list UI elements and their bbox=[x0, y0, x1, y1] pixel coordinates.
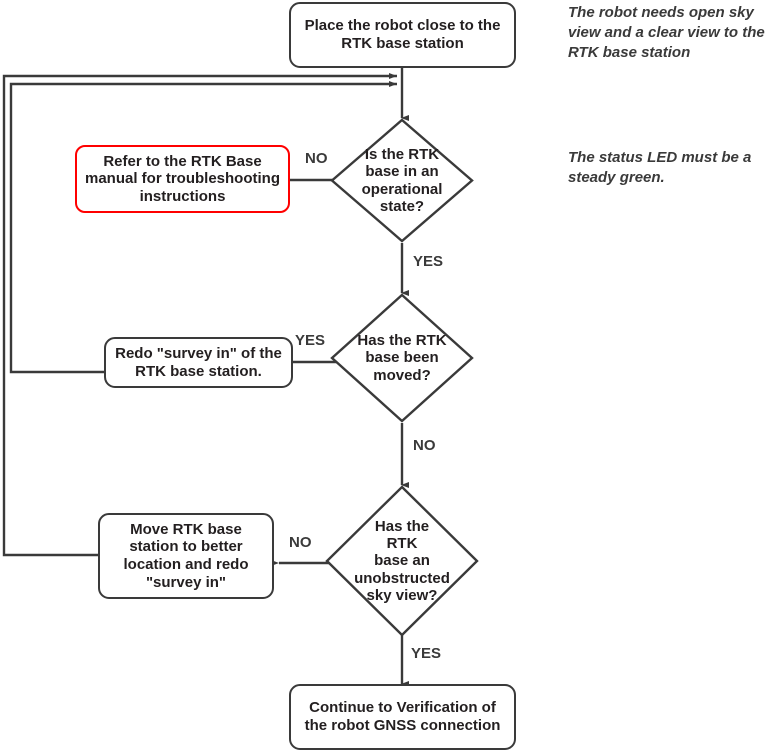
node-refer-manual[interactable]: Refer to the RTK Base manual for trouble… bbox=[75, 145, 290, 213]
node-decision-sky-view[interactable]: Has the RTK base an unobstructed sky vie… bbox=[325, 485, 479, 637]
note-sky-view: The robot needs open sky view and a clea… bbox=[568, 4, 765, 61]
edge-label-operational-yes: YES bbox=[413, 253, 444, 270]
edge-label-moved-no: NO bbox=[413, 437, 436, 454]
note-status-led: The status LED must be a steady green. bbox=[568, 149, 752, 186]
node-move-base-label: Move RTK base station to better location… bbox=[123, 520, 249, 591]
node-start-label: Place the robot close to the RTK base st… bbox=[304, 17, 501, 52]
edge-move-loopback bbox=[2, 73, 397, 557]
edge-label-moved-yes: YES bbox=[295, 332, 326, 349]
node-start[interactable]: Place the robot close to the RTK base st… bbox=[289, 2, 516, 68]
node-decision-moved[interactable]: Has the RTK base been moved? bbox=[330, 293, 474, 423]
edge-redo-loopback bbox=[9, 81, 397, 374]
node-redo-survey[interactable]: Redo "survey in" of the RTK base station… bbox=[104, 337, 293, 388]
decision-sky-view-shape bbox=[325, 485, 479, 637]
edge-label-operational-no: NO bbox=[305, 150, 328, 167]
node-continue[interactable]: Continue to Verification of the robot GN… bbox=[289, 684, 516, 750]
node-redo-survey-label: Redo "survey in" of the RTK base station… bbox=[115, 344, 282, 380]
node-decision-operational[interactable]: Is the RTK base in an operational state? bbox=[330, 118, 474, 243]
node-refer-manual-label: Refer to the RTK Base manual for trouble… bbox=[85, 152, 280, 205]
node-continue-label: Continue to Verification of the robot GN… bbox=[304, 699, 501, 734]
decision-moved-shape bbox=[330, 293, 474, 423]
decision-operational-shape bbox=[330, 118, 474, 243]
edge-label-sky-no: NO bbox=[289, 534, 312, 551]
edge-label-sky-yes: YES bbox=[411, 645, 442, 662]
node-move-base[interactable]: Move RTK base station to better location… bbox=[98, 513, 274, 599]
